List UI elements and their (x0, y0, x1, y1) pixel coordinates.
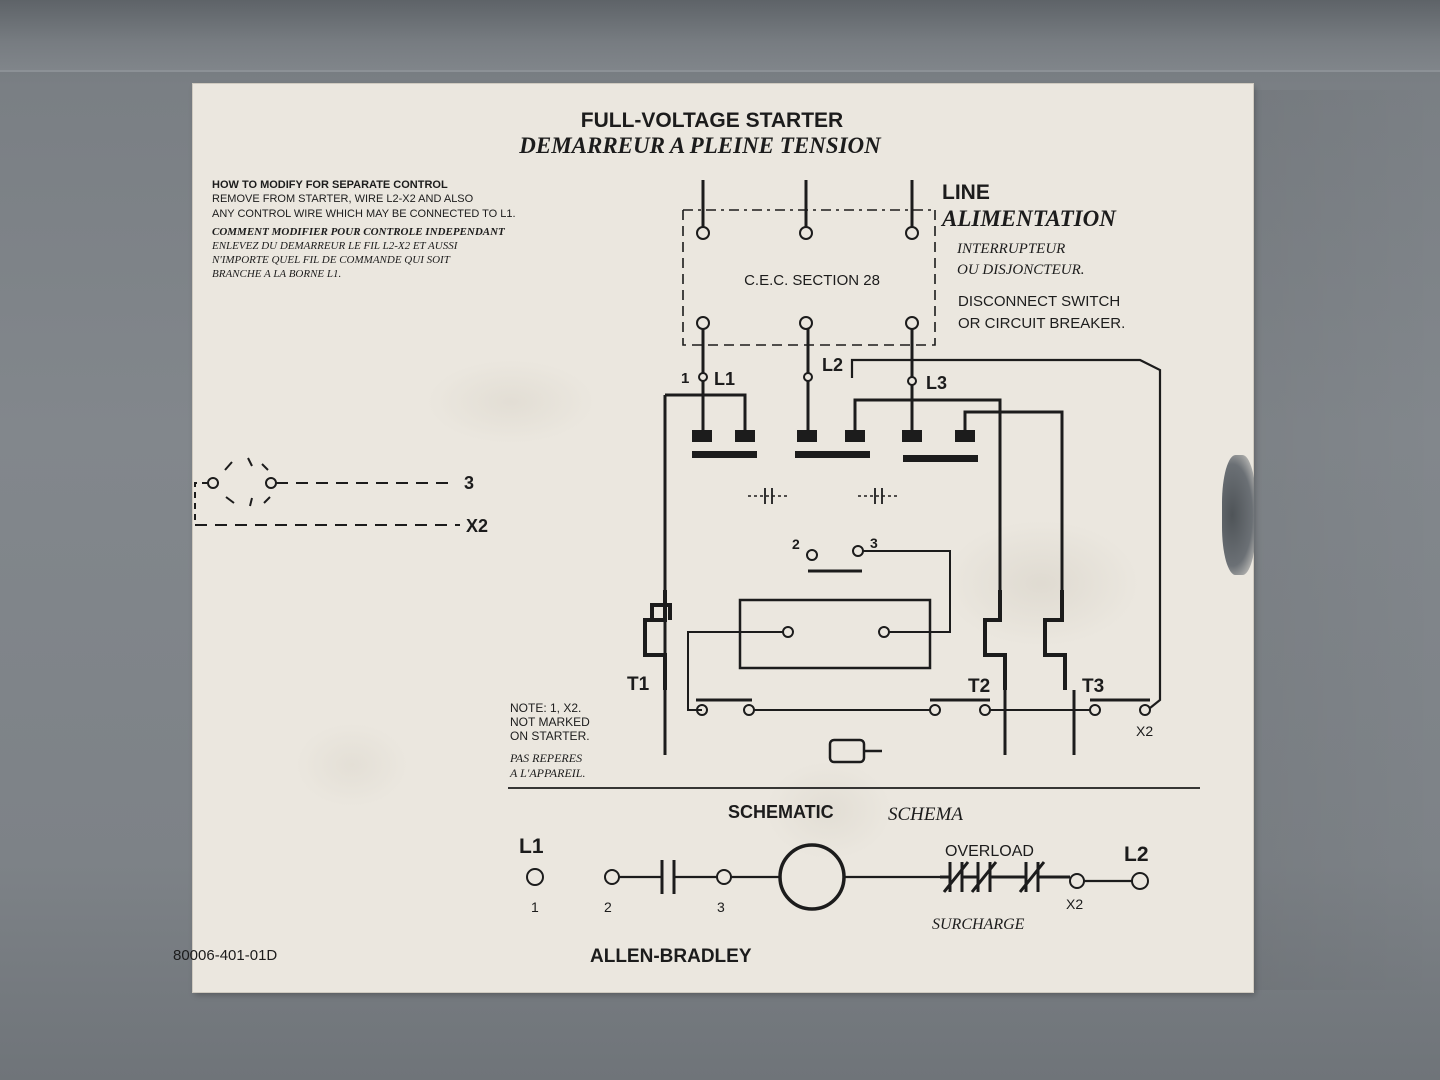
remote-pilot-device (194, 457, 460, 526)
part-number: 80006-401-01D (173, 947, 277, 964)
line-en2: OR CIRCUIT BREAKER. (958, 315, 1125, 332)
note-fr2: A L'APPAREIL. (509, 766, 585, 780)
terminal-l2: L2 (822, 355, 843, 375)
terminal-t2: T2 (968, 676, 990, 697)
line-label-fr: ALIMENTATION (940, 206, 1117, 231)
overload-label: OVERLOAD (945, 843, 1034, 860)
terminal-l3: L3 (926, 373, 947, 393)
schematic-diagram (526, 843, 1149, 911)
terminal-t3: T3 (1082, 676, 1104, 697)
brand-logo: ALLEN-BRADLEY (590, 946, 752, 967)
note: NOTE: 1, X2. NOT MARKED ON STARTER. PAS … (509, 701, 590, 780)
schematic-l1: L1 (519, 835, 544, 858)
instructions-fr3: N'IMPORTE QUEL FIL DE COMMANDE QUI SOIT (211, 254, 451, 266)
instructions-line2: ANY CONTROL WIRE WHICH MAY BE CONNECTED … (212, 208, 516, 220)
instructions-fr4: BRANCHE A LA BORNE L1. (212, 268, 341, 280)
schematic-title: SCHEMATIC (728, 802, 834, 822)
schematic-l2: L2 (1124, 843, 1149, 866)
title-fr: DEMARREUR A PLEINE TENSION (518, 133, 882, 158)
instructions: HOW TO MODIFY FOR SEPARATE CONTROL REMOV… (211, 179, 516, 280)
disconnect-switch (682, 180, 936, 430)
instructions-fr2: ENLEVEZ DU DEMARREUR LE FIL L2-X2 ET AUS… (211, 240, 459, 252)
schematic-1: 1 (531, 899, 539, 915)
section-label: C.E.C. SECTION 28 (744, 272, 880, 289)
instructions-fr1: COMMENT MODIFIER POUR CONTROLE INDEPENDA… (212, 226, 506, 238)
wiring-diagram-label (193, 84, 1253, 992)
line-fr2: OU DISJONCTEUR. (957, 262, 1085, 278)
terminal-1: 1 (681, 370, 689, 387)
line-label: LINE (942, 181, 990, 204)
terminal-2: 2 (792, 536, 800, 552)
line-fr1: INTERRUPTEUR (956, 241, 1065, 257)
note-en1: NOTE: 1, X2. (510, 701, 581, 715)
schematic-title-fr: SCHEMA (888, 804, 963, 825)
title: FULL-VOLTAGE STARTER (581, 109, 843, 132)
note-fr1: PAS REPERES (509, 751, 582, 765)
contactor (643, 358, 1162, 764)
remote-x2: X2 (466, 516, 488, 536)
instructions-heading: HOW TO MODIFY FOR SEPARATE CONTROL (212, 179, 448, 191)
terminal-t1: T1 (627, 674, 650, 695)
note-en2: NOT MARKED (510, 715, 590, 729)
terminal-x2: X2 (1136, 723, 1153, 739)
enclosure-top-edge (0, 0, 1440, 72)
label-tear (1222, 455, 1256, 575)
terminal-3: 3 (870, 535, 878, 551)
schematic-x2: X2 (1066, 896, 1083, 912)
terminal-l1: L1 (714, 369, 735, 389)
schematic-3: 3 (717, 899, 725, 915)
note-en3: ON STARTER. (510, 729, 590, 743)
schematic-2: 2 (604, 899, 612, 915)
overload-label-fr: SURCHARGE (932, 916, 1025, 933)
instructions-line1: REMOVE FROM STARTER, WIRE L2-X2 AND ALSO (212, 193, 474, 205)
remote-3: 3 (464, 473, 474, 493)
line-en1: DISCONNECT SWITCH (958, 293, 1120, 310)
